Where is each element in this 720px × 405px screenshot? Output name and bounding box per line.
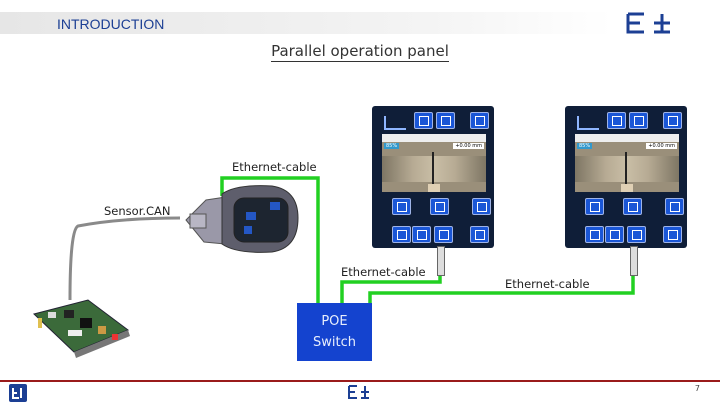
header-title: INTRODUCTION	[57, 16, 165, 32]
header-bar	[0, 12, 612, 34]
panel-menu-button[interactable]	[629, 112, 648, 129]
label-ethernet-top: Ethernet-cable	[232, 160, 317, 174]
cable-switch-to-panel-right	[368, 262, 635, 304]
panel-icon-button[interactable]	[414, 112, 433, 129]
poe-switch: POE Switch	[297, 303, 372, 361]
panel-up-button[interactable]	[663, 112, 682, 129]
el-logo-top	[626, 12, 670, 34]
page-number: 7	[694, 384, 700, 393]
footer-left-icon	[9, 384, 27, 402]
cable-can	[68, 216, 181, 301]
panel-button-g[interactable]	[470, 226, 489, 243]
panel-button-d[interactable]	[392, 226, 411, 243]
panel-button-g[interactable]	[663, 226, 682, 243]
panel-logo	[384, 116, 406, 130]
label-ethernet-right: Ethernet-cable	[505, 277, 590, 291]
can-interface-board	[33, 299, 130, 358]
panel-button-c[interactable]	[665, 198, 684, 215]
panel-button-e[interactable]	[412, 226, 431, 243]
sensor-device	[185, 185, 299, 253]
cable-sensor-to-switch	[220, 176, 320, 304]
panel-button-b[interactable]	[430, 198, 449, 215]
operation-panel-right: 85% +0.00 mm	[565, 106, 687, 248]
readout-left: 85%	[577, 143, 593, 149]
panel-logo	[577, 116, 599, 130]
slide-title: Parallel operation panel	[271, 42, 449, 62]
panel-screen: 85% +0.00 mm	[575, 134, 679, 192]
panel-button-b[interactable]	[623, 198, 642, 215]
poe-switch-line1: POE	[321, 314, 348, 329]
panel-icon-button[interactable]	[607, 112, 626, 129]
panel-left-connector	[437, 246, 445, 276]
poe-switch-line2: Switch	[313, 335, 356, 350]
readout-right: +0.00 mm	[646, 143, 677, 149]
panel-button-e[interactable]	[605, 226, 624, 243]
panel-screen: 85% +0.00 mm	[382, 134, 486, 192]
panel-button-a[interactable]	[585, 198, 604, 215]
panel-up-button[interactable]	[470, 112, 489, 129]
panel-button-f[interactable]	[434, 226, 453, 243]
readout-right: +0.00 mm	[453, 143, 484, 149]
panel-button-d[interactable]	[585, 226, 604, 243]
footer-line	[0, 380, 720, 382]
label-ethernet-mid: Ethernet-cable	[341, 265, 426, 279]
panel-button-f[interactable]	[627, 226, 646, 243]
panel-menu-button[interactable]	[436, 112, 455, 129]
panel-button-c[interactable]	[472, 198, 491, 215]
label-sensor-can: Sensor.CAN	[104, 204, 171, 218]
el-logo-footer	[348, 385, 369, 399]
operation-panel-left: 85% +0.00 mm	[372, 106, 494, 248]
readout-left: 85%	[384, 143, 400, 149]
panel-button-a[interactable]	[392, 198, 411, 215]
panel-right-connector	[630, 246, 638, 276]
